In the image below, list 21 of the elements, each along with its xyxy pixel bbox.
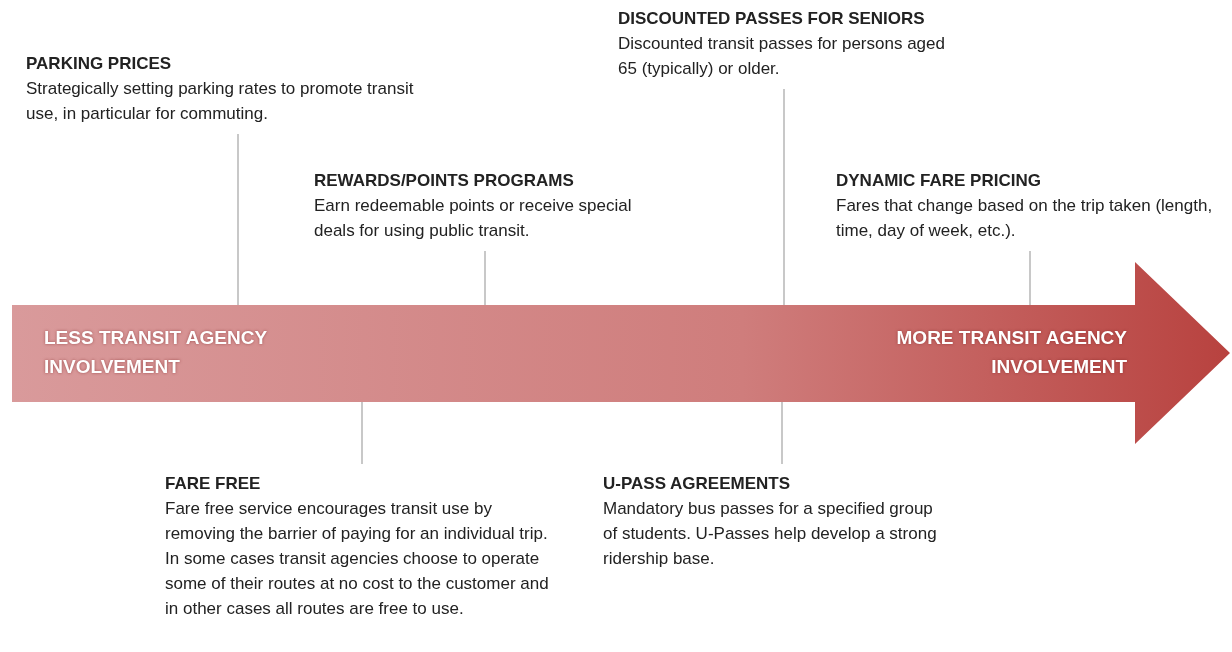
leader-line bbox=[781, 401, 783, 465]
callout-heading: REWARDS/POINTS PROGRAMS bbox=[314, 170, 575, 192]
callout-heading: DISCOUNTED PASSES FOR SENIORS bbox=[618, 8, 926, 30]
callout-description: Strategically setting parking rates to promote transit use, in particular for commuting. bbox=[26, 78, 415, 125]
callout-description: Earn redeemable points or receive special deals for using public transit. bbox=[314, 195, 633, 242]
scale-label: LESS TRANSIT AGENCY INVOLVEMENT bbox=[44, 326, 268, 379]
callout-heading: DYNAMIC FARE PRICING bbox=[836, 170, 1042, 192]
callout-description: Discounted transit passes for persons aged 65 (typically) or older. bbox=[618, 33, 946, 80]
callout-heading: PARKING PRICES bbox=[26, 53, 173, 75]
leader-line bbox=[237, 133, 239, 306]
leader-line bbox=[484, 250, 486, 306]
callout-description: Mandatory bus passes for a specified group of students. U-Passes help develop a strong ridership base. bbox=[603, 498, 938, 570]
callout-description: Fare free service encourages transit use by removing the barrier of paying for an individual trip. In some cases transit agencies choose to operate some of their routes at no cost to the customer and in other cases all routes are free to use. bbox=[165, 498, 550, 620]
leader-line bbox=[1029, 250, 1031, 306]
callout-heading: U-PASS AGREEMENTS bbox=[603, 473, 792, 495]
scale-label: MORE TRANSIT AGENCY INVOLVEMENT bbox=[895, 326, 1127, 379]
callout-description: Fares that change based on the trip taken (length, time, day of week, etc.). bbox=[836, 195, 1214, 242]
arrow-band bbox=[12, 262, 1232, 444]
leader-line bbox=[783, 88, 785, 306]
leader-line bbox=[361, 401, 363, 465]
callout-heading: FARE FREE bbox=[165, 473, 262, 495]
